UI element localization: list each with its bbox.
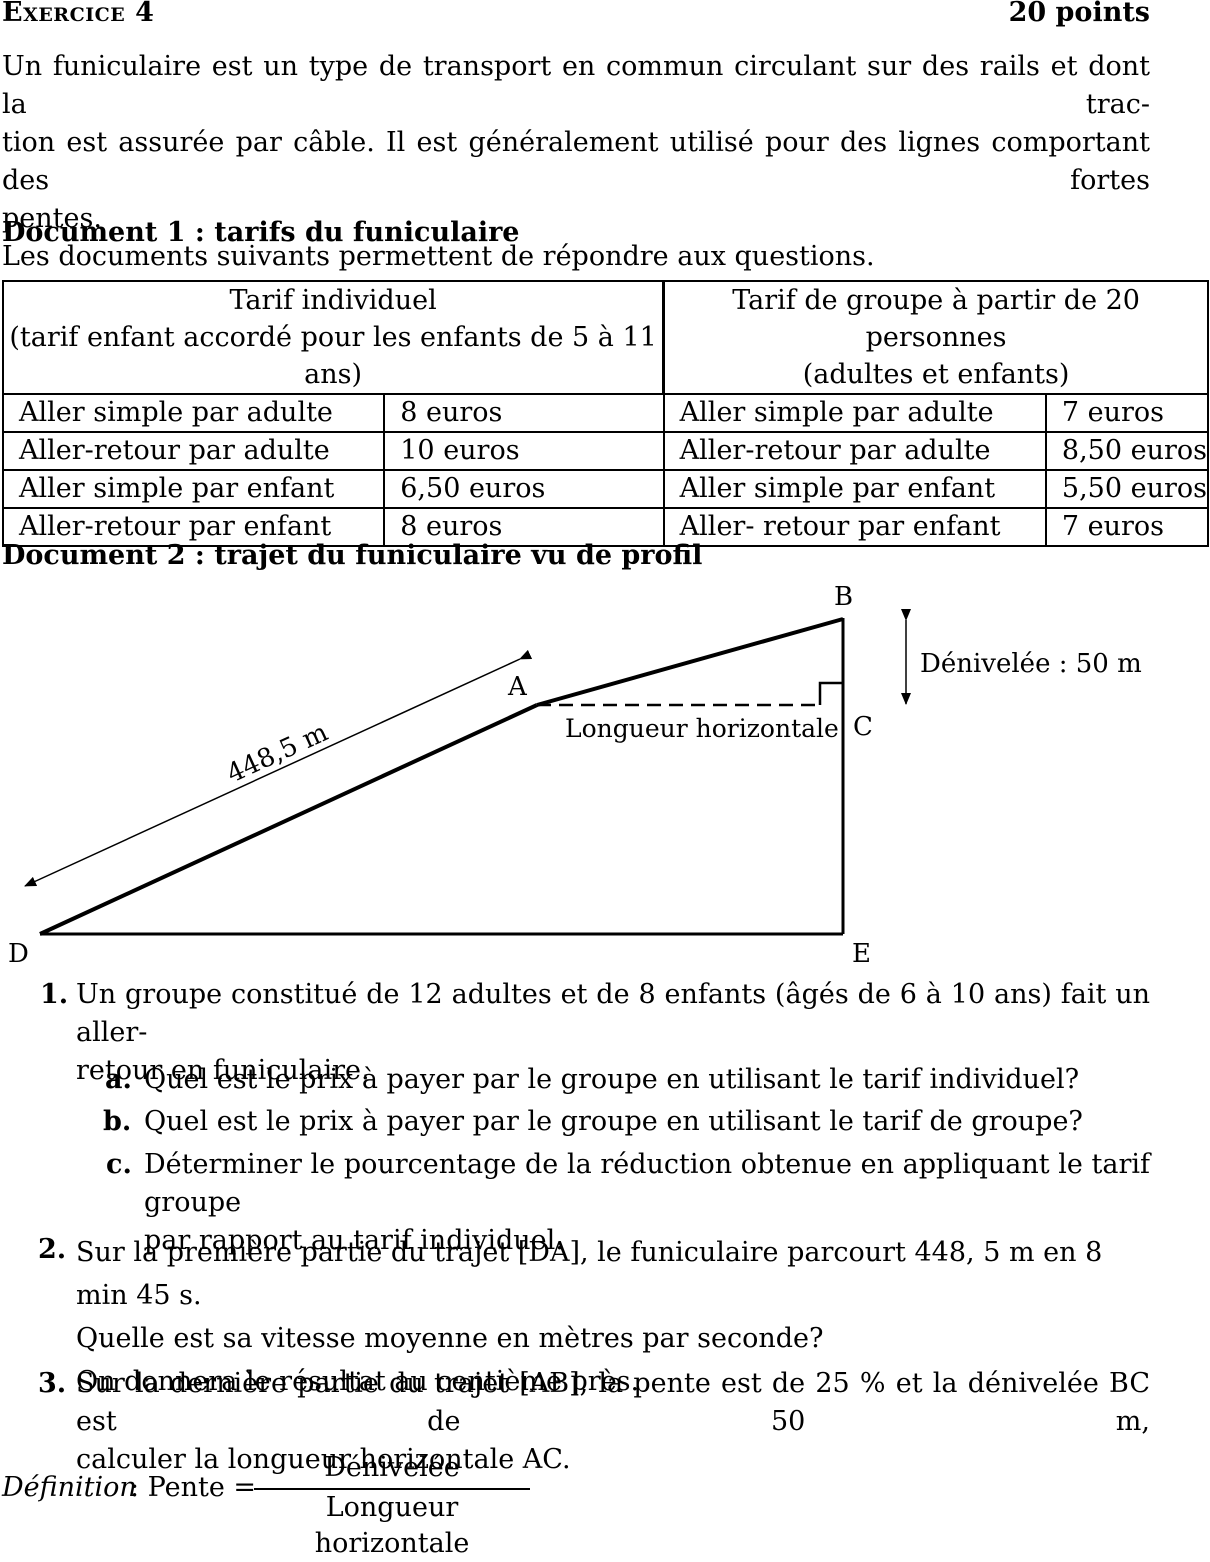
tariff-table: Tarif individuel (tarif enfant accordé p… — [2, 280, 1209, 547]
question-line: Un groupe constitué de 12 adultes et de … — [76, 976, 1150, 1052]
exercise-title: Exercice 4 — [2, 0, 154, 32]
table-cell: Aller simple par enfant — [664, 470, 1046, 508]
definition-lhs: : Pente = — [130, 1469, 256, 1507]
table-cell: Aller- retour par enfant — [664, 508, 1046, 546]
length-label: 448,5 m — [222, 717, 332, 789]
intro-line: Un funiculaire est un type de transport … — [2, 48, 1150, 124]
tariff-table-header: Tarif individuel (tarif enfant accordé p… — [3, 281, 1208, 394]
header-line: (tarif enfant accordé pour les enfants d… — [9, 322, 656, 390]
table-cell: 7 euros — [1046, 394, 1208, 432]
question-1c-number: c. — [106, 1146, 132, 1184]
question-1a-number: a. — [105, 1061, 132, 1099]
table-cell: Aller-retour par adulte — [3, 432, 384, 470]
document-2-title: Document 2 : trajet du funiculaire vu de… — [2, 537, 702, 575]
question-line: Sur la dernière partie du trajet [AB], l… — [76, 1365, 1150, 1441]
exercise-points: 20 points — [1009, 0, 1150, 32]
table-row: Aller simple par adulte 8 euros Aller si… — [3, 394, 1208, 432]
individual-tariff-header: Tarif individuel (tarif enfant accordé p… — [3, 281, 664, 394]
horizontal-length-label: Longueur horizontale — [565, 714, 839, 743]
question-line: Déterminer le pourcentage de la réductio… — [144, 1146, 1150, 1222]
header-line: Tarif individuel — [229, 285, 436, 316]
point-label-B: B — [834, 582, 853, 612]
table-cell: 7 euros — [1046, 508, 1208, 546]
table-cell: Aller simple par adulte — [664, 394, 1046, 432]
question-3-number: 3. — [38, 1365, 66, 1403]
question-1b: Quel est le prix à payer par le groupe e… — [144, 1103, 1083, 1141]
table-cell: 8 euros — [384, 394, 663, 432]
point-label-C: C — [853, 712, 873, 742]
fraction-denominator: Longueur horizontale — [254, 1490, 530, 1526]
point-label-A: A — [507, 672, 528, 702]
table-cell: Aller simple par adulte — [3, 394, 384, 432]
slope-definition: Définition : Pente = Dénivelée Longueur … — [2, 1450, 602, 1524]
question-1-number: 1. — [40, 976, 68, 1014]
exercise-header: Exercice 4 20 points — [2, 0, 1150, 30]
profile-diagram: B A C D E Longueur horizontale Dénivelée… — [0, 580, 1210, 970]
slope-fraction: Dénivelée Longueur horizontale — [254, 1450, 530, 1526]
table-cell: 8,50 euros — [1046, 432, 1208, 470]
table-row: Aller simple par enfant 6,50 euros Aller… — [3, 470, 1208, 508]
right-angle-mark — [820, 683, 843, 705]
table-row: Aller-retour par adulte 10 euros Aller-r… — [3, 432, 1208, 470]
table-cell: Aller simple par enfant — [3, 470, 384, 508]
definition-label: Définition — [2, 1469, 137, 1507]
question-line: Sur la première partie du trajet [DA], l… — [76, 1231, 1150, 1317]
table-cell: 6,50 euros — [384, 470, 663, 508]
question-line: Quelle est sa vitesse moyenne en mètres … — [76, 1317, 1150, 1360]
question-2-number: 2. — [38, 1231, 66, 1269]
segment-AB — [537, 619, 843, 705]
document-1-title: Document 1 : tarifs du funiculaire — [2, 214, 519, 252]
fraction-numerator: Dénivelée — [254, 1450, 530, 1486]
header-line: Tarif de groupe à partir de 20 personnes — [732, 285, 1140, 353]
group-tariff-header: Tarif de groupe à partir de 20 personnes… — [664, 281, 1208, 394]
table-cell: 5,50 euros — [1046, 470, 1208, 508]
question-1a: Quel est le prix à payer par le groupe e… — [144, 1061, 1079, 1099]
header-line: (adultes et enfants) — [803, 359, 1070, 390]
intro-line: tion est assurée par câble. Il est génér… — [2, 124, 1150, 200]
table-cell: 10 euros — [384, 432, 663, 470]
elevation-label: Dénivelée : 50 m — [920, 649, 1142, 679]
question-1b-number: b. — [103, 1103, 131, 1141]
length-arrow — [25, 659, 520, 886]
table-cell: Aller-retour par adulte — [664, 432, 1046, 470]
point-label-E: E — [852, 939, 871, 969]
point-label-D: D — [8, 939, 29, 969]
